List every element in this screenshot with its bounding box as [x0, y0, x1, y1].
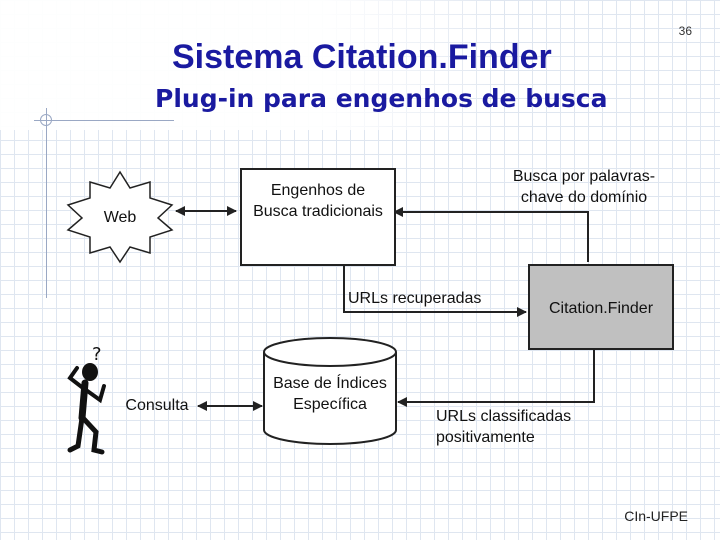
citation-finder-label: Citation.Finder	[548, 300, 654, 317]
web-starburst-shape	[66, 170, 174, 264]
footer-institution: CIn-UFPE	[624, 508, 688, 524]
query-label: Consulta	[125, 397, 189, 414]
svg-text:?: ?	[92, 344, 102, 365]
database-cylinder-shape	[263, 337, 397, 445]
title-area-backdrop	[0, 0, 720, 130]
slide-subtitle: Plug-in para engenhos de busca	[155, 84, 608, 113]
decorative-guide-vertical	[46, 108, 47, 298]
thinking-person-icon: ?	[67, 344, 106, 455]
arrow-keyword-search	[393, 207, 589, 262]
web-label: Web	[103, 209, 137, 226]
keyword-search-label: Busca por palavras-chave do domínio	[512, 168, 656, 206]
citation-finder-box: Citation.Finder	[528, 264, 674, 350]
classified-urls-label: URLs classificadas positivamente	[436, 408, 572, 446]
slide-title: Sistema Citation.Finder	[172, 38, 552, 76]
database-label: Base de Índices Específica	[273, 375, 387, 413]
page-number: 36	[678, 24, 692, 38]
search-engines-label: Engenhos de Busca tradicionais	[253, 182, 383, 220]
decorative-guide-horizontal	[34, 120, 174, 121]
arrow-classified-urls	[397, 350, 595, 407]
arrow-retrieved-urls	[343, 264, 527, 317]
decorative-guide-dot	[40, 114, 52, 126]
retrieved-urls-label: URLs recuperadas	[348, 290, 482, 307]
search-engines-box: Engenhos de Busca tradicionais	[240, 168, 396, 266]
